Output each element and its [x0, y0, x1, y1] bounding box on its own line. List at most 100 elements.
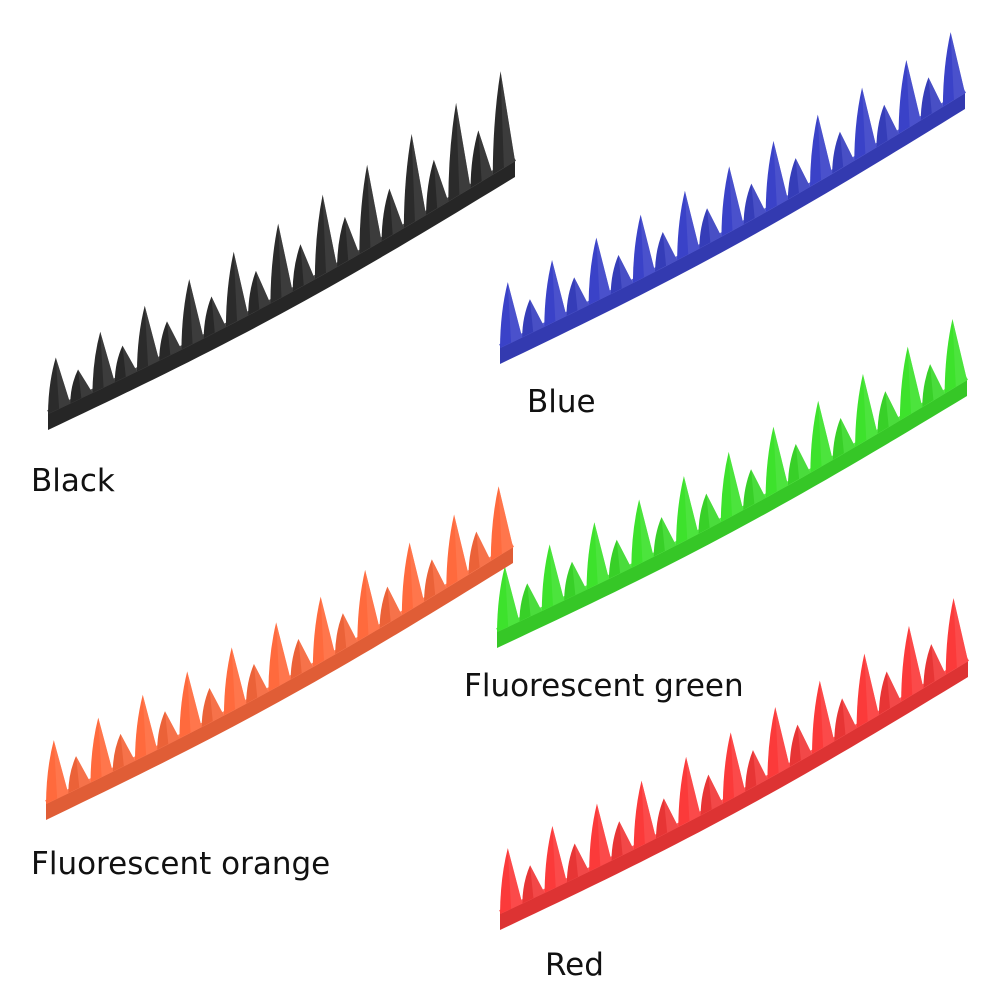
label-green: Fluorescent green [464, 668, 744, 704]
spike-highlight [864, 653, 879, 722]
spike-highlight [211, 296, 226, 333]
spike-highlight [708, 774, 723, 810]
spike-highlight [456, 102, 471, 195]
spike-highlight [76, 756, 91, 788]
spike-highlight [166, 321, 182, 356]
strip-base [500, 659, 968, 930]
spike-highlight [571, 561, 587, 595]
spike-highlight [730, 732, 746, 798]
spike-highlight [100, 331, 115, 388]
spike-highlight [498, 486, 513, 554]
spike-highlight [322, 194, 338, 273]
spike-highlight [596, 237, 611, 300]
strip-base [497, 378, 967, 648]
label-red: Red [545, 947, 604, 983]
spike-highlight [530, 865, 545, 899]
spike-highlight [884, 104, 899, 141]
spike-highlight [233, 251, 249, 322]
spike-highlight [552, 260, 567, 322]
spike-strip-orange [45, 486, 515, 820]
spike-highlight [144, 305, 160, 367]
spike-highlight [120, 733, 135, 767]
spike-highlight [686, 756, 701, 822]
spike-highlight [98, 717, 113, 778]
spike-highlight [616, 539, 632, 574]
spike-highlight [387, 586, 402, 622]
spike-highlight [618, 254, 633, 289]
spike-highlight [706, 493, 721, 528]
spike-highlight [775, 706, 790, 773]
spike-highlight [839, 131, 855, 168]
spike-highlight [507, 848, 523, 909]
spike-highlight [389, 188, 404, 235]
spike-highlight [886, 671, 902, 709]
spike-highlight [641, 780, 656, 844]
spike-highlight [885, 391, 900, 427]
spike-highlight [55, 357, 71, 409]
spike-highlight [797, 724, 812, 761]
spike-highlight [773, 140, 788, 206]
spike-highlight [840, 417, 856, 454]
spike-highlight [507, 282, 523, 343]
spike-highlight [907, 346, 923, 414]
spike-highlight [122, 345, 137, 377]
spike-highlight [684, 190, 700, 255]
spike-highlight [842, 698, 857, 735]
spike-highlight [707, 208, 722, 243]
spike-highlight [729, 166, 744, 231]
spike-highlight [906, 60, 921, 128]
spike-highlight [344, 216, 360, 261]
spike-highlight [454, 514, 469, 582]
spike-highlight [365, 569, 380, 635]
spike-highlight [298, 639, 313, 674]
spike-highlight [751, 183, 766, 219]
spike-highlight [253, 663, 269, 698]
spike-highlight [931, 644, 946, 682]
spike-highlight [930, 364, 945, 401]
spike-highlight [639, 499, 654, 563]
spike-highlight [504, 566, 520, 627]
spike-highlight [549, 544, 565, 606]
spike-strip-green [496, 319, 969, 648]
spike-highlight [231, 647, 247, 710]
spike-highlight [751, 469, 766, 504]
spike-highlight [953, 598, 968, 668]
spike-highlight [662, 232, 678, 266]
spike-highlight [663, 798, 679, 833]
spike-highlight [596, 803, 612, 867]
label-blue: Blue [527, 384, 596, 420]
spike-highlight [529, 299, 545, 333]
spike-highlight [527, 583, 542, 617]
strip-base [48, 159, 515, 430]
spike-highlight [433, 159, 449, 209]
spike-highlight [500, 71, 515, 168]
spike-highlight [320, 596, 336, 661]
spike-highlight [862, 87, 877, 154]
spike-highlight [862, 373, 878, 441]
spike-highlight [773, 426, 788, 492]
spike-highlight [276, 622, 291, 686]
spike-highlight [619, 821, 634, 856]
spike-highlight [189, 279, 204, 344]
spike-highlight [53, 740, 69, 799]
spike-strip-black [47, 71, 517, 430]
spike-strip-blue [499, 32, 967, 364]
label-black: Black [31, 463, 115, 499]
label-orange: Fluorescent orange [31, 846, 331, 882]
spike-highlight [478, 130, 493, 182]
spike-highlight [411, 134, 427, 222]
spike-highlight [795, 444, 811, 479]
spike-highlight [300, 244, 315, 286]
spike-highlight [952, 319, 967, 387]
spike-highlight [908, 626, 924, 695]
spike-highlight [278, 223, 293, 298]
spike-highlight [574, 843, 590, 877]
spike-highlight [367, 164, 382, 248]
spike-highlight [409, 542, 425, 609]
spike-highlight [431, 559, 447, 595]
spike-highlight [342, 613, 358, 648]
strip-base [500, 91, 965, 364]
spike-highlight [795, 158, 810, 194]
